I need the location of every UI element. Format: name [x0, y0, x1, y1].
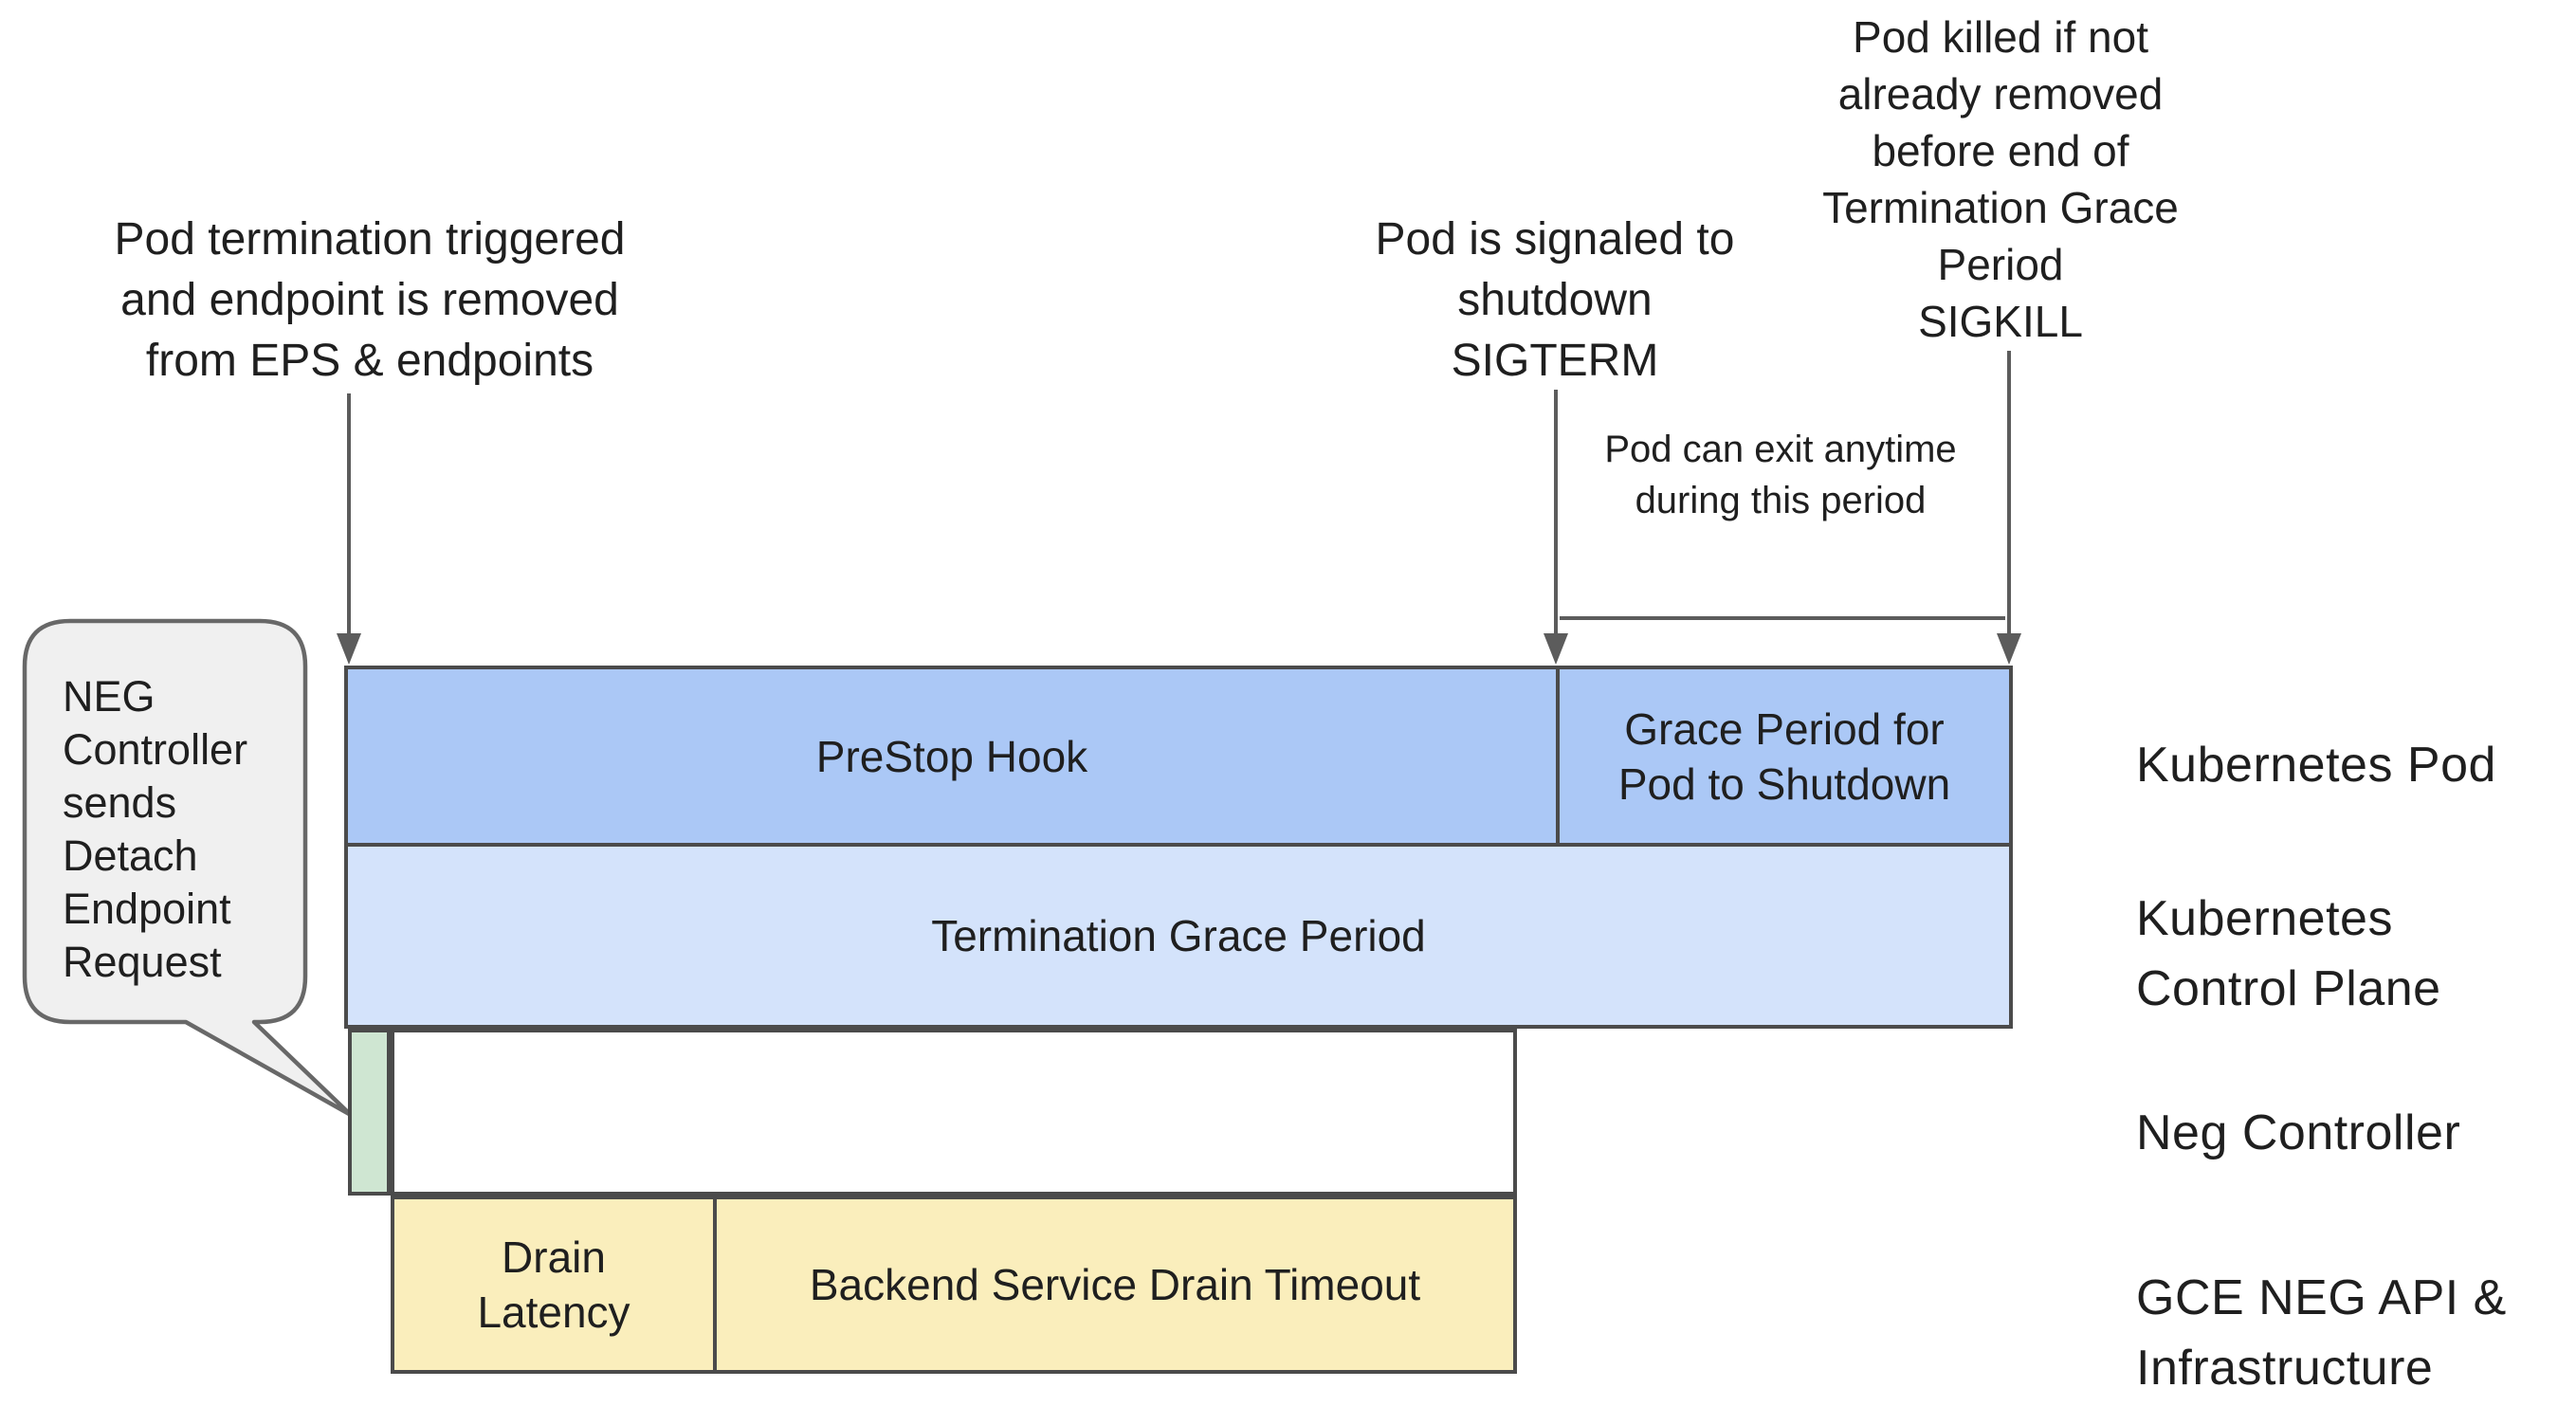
pod-termination-arrow: [337, 393, 361, 665]
lane-label-gce-neg-api: GCE NEG API & Infrastructure: [2136, 1270, 2507, 1396]
annotation-pod-killed: Pod killed if not already removed before…: [1822, 12, 2179, 346]
lane-label-kubernetes-pod: Kubernetes Pod: [2136, 738, 2496, 793]
bar-grace-period-shutdown-label: Grace Period for Pod to Shutdown: [1617, 703, 1951, 809]
bar-neg-controller-wait: [391, 1029, 1517, 1196]
lane-label-kubernetes-control-plane: Kubernetes Control Plane: [2136, 891, 2441, 1016]
bar-prestop-hook-label: PreStop Hook: [815, 731, 1088, 781]
bar-termination-grace-period: Termination Grace Period: [344, 843, 2013, 1029]
annotation-pod-signaled: Pod is signaled to shutdown SIGTERM: [1375, 214, 1735, 386]
bar-drain-latency-label: Drain Latency: [477, 1233, 630, 1337]
bar-backend-service-drain-timeout-label: Backend Service Drain Timeout: [809, 1260, 1421, 1309]
bar-grace-period-shutdown: Grace Period for Pod to Shutdown: [1556, 666, 2013, 847]
annotation-pod-exit: Pod can exit anytime during this period: [1604, 429, 1957, 521]
annotation-pod-termination: Pod termination triggered and endpoint i…: [114, 214, 626, 386]
callout-bubble-text: NEG Controller sends Detach Endpoint Req…: [63, 672, 248, 986]
lane-label-neg-controller: Neg Controller: [2136, 1105, 2461, 1160]
bar-detach-endpoint: [348, 1029, 391, 1196]
bar-backend-service-drain-timeout: Backend Service Drain Timeout: [713, 1196, 1517, 1374]
bar-drain-latency: Drain Latency: [391, 1196, 717, 1374]
bar-termination-grace-period-label: Termination Grace Period: [931, 911, 1426, 960]
bar-prestop-hook: PreStop Hook: [344, 666, 1560, 847]
